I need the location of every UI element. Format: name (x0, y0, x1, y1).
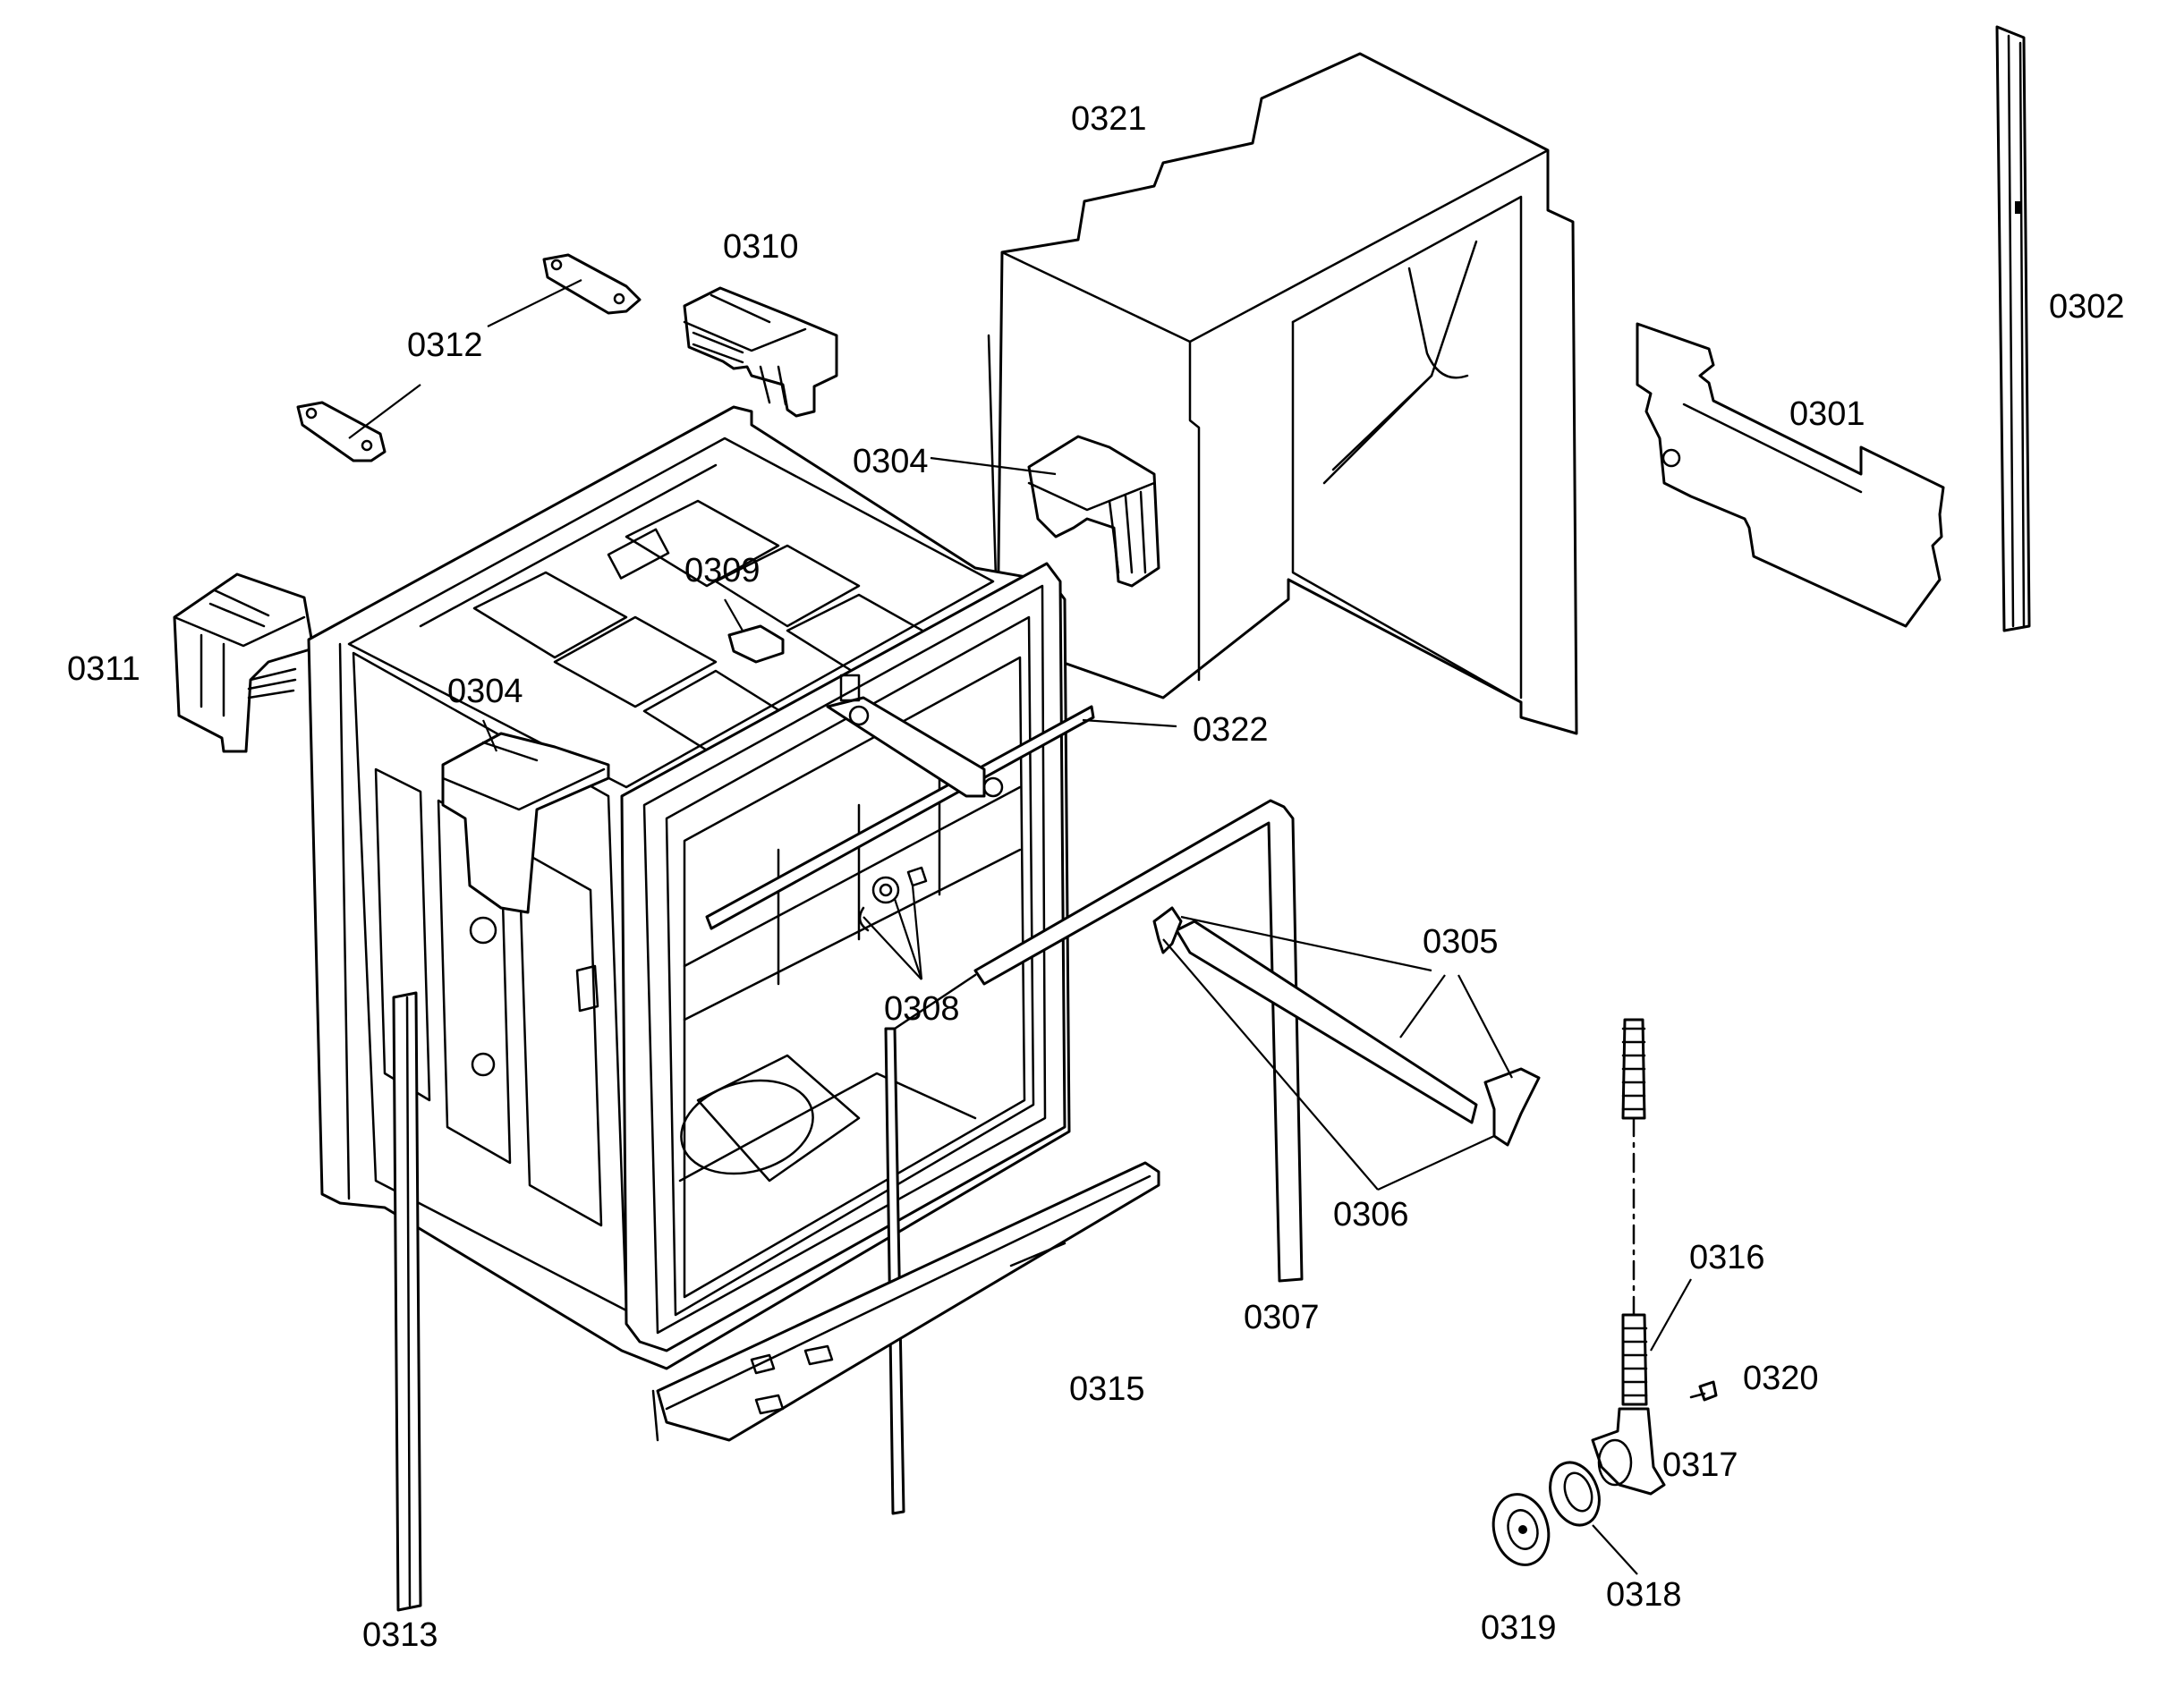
part-0313-left-strip (392, 991, 422, 1612)
leader-lines (348, 279, 1692, 1575)
label-0313: 0313 (362, 1616, 438, 1654)
part-0307-door-seal (884, 799, 1304, 1515)
part-0305-rack-bar (1152, 906, 1541, 1147)
part-0301-bracket-plate (1636, 322, 1945, 628)
label-0301: 0301 (1789, 395, 1865, 433)
part-0311-side-bracket (173, 572, 315, 753)
label-0304-rear: 0304 (853, 443, 929, 480)
part-0316-drain-hose (1621, 1018, 1648, 1406)
label-0306: 0306 (1333, 1196, 1409, 1233)
label-0315: 0315 (1069, 1370, 1145, 1408)
part-0310-top-bracket (683, 286, 838, 418)
part-0302-vertical-rail (1995, 25, 2031, 632)
label-0309: 0309 (684, 552, 761, 589)
part-0312-clips (296, 253, 642, 462)
part-0318-ring (1549, 1461, 1601, 1527)
label-0312: 0312 (407, 326, 483, 364)
label-0316: 0316 (1689, 1239, 1765, 1276)
part-0321-outer-shell (987, 52, 1578, 735)
label-0319: 0319 (1481, 1609, 1557, 1647)
label-0308: 0308 (884, 990, 960, 1028)
label-0310: 0310 (723, 228, 799, 266)
label-0318: 0318 (1606, 1576, 1682, 1614)
part-0317-elbow (1591, 1407, 1666, 1496)
label-0322: 0322 (1193, 711, 1269, 749)
label-0302: 0302 (2049, 288, 2125, 326)
part-0304-rear-bracket (1027, 435, 1160, 588)
part-0304-tub-bracket (441, 732, 610, 914)
part-labels: 0301 0302 0304 0304 0305 0306 0307 0308 … (67, 100, 2125, 1654)
label-0317: 0317 (1662, 1446, 1738, 1484)
part-0320-screw (1689, 1380, 1718, 1402)
part-0315-toe-plate (651, 1161, 1160, 1442)
label-0304-front: 0304 (447, 673, 523, 710)
label-0307: 0307 (1244, 1299, 1320, 1336)
tub-assembly (307, 405, 1095, 1370)
part-0319-cap (1491, 1493, 1551, 1566)
label-0311: 0311 (67, 650, 140, 688)
label-0305: 0305 (1423, 923, 1499, 961)
label-0320: 0320 (1743, 1360, 1819, 1397)
label-0321: 0321 (1071, 100, 1147, 138)
